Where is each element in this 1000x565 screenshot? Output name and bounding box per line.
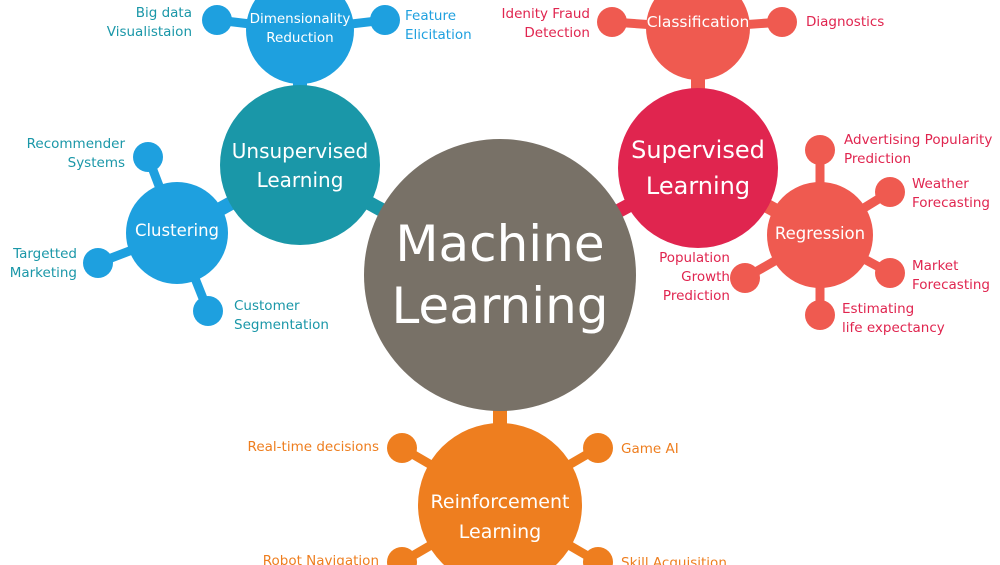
dimensionality-node: [246, 0, 354, 84]
regression-label: Regression: [774, 224, 866, 243]
leaf-label-market: Market Forecasting: [912, 258, 991, 293]
leaf-dot-advertising: [805, 135, 835, 165]
reinforcement-node: [418, 423, 582, 565]
leaf-label-fraud: Idenity Fraud Detection: [501, 6, 590, 41]
center-line2: Learning: [391, 277, 609, 335]
dimensionality-line1: Dimensionality: [249, 11, 351, 27]
leaf-label-population: Population Growth Prediction: [659, 250, 730, 304]
node-circles: [126, 0, 873, 565]
center-line1: Machine: [395, 215, 605, 273]
reinforcement-line1: Reinforcement: [430, 491, 570, 513]
leaf-dots: [83, 5, 905, 565]
reinforcement-title: Reinforcement Learning: [418, 487, 582, 547]
classification-node: [646, 0, 750, 80]
leaf-dot-market: [875, 258, 905, 288]
leaf-label-big-data: Big data Visualistaion: [106, 5, 192, 40]
leaf-label-advertising: Advertising Popularity Prediction: [844, 132, 993, 167]
machine-learning-title: Machine Learning: [380, 213, 620, 337]
leaf-dot-realtime: [387, 433, 417, 463]
leaf-label-customer: Customer Segmentation: [234, 298, 329, 333]
supervised-title: Supervised Learning: [618, 132, 778, 204]
leaf-label-diagnostics: Diagnostics: [806, 14, 885, 30]
leaf-dot-targetted: [83, 248, 113, 278]
leaf-dot-population: [730, 263, 760, 293]
supervised-node: [618, 88, 778, 248]
supervised-line2: Learning: [645, 172, 751, 200]
leaf-dot-recommender: [133, 142, 163, 172]
leaf-dot-skill: [583, 547, 613, 565]
leaf-label-weather: Weather Forecasting: [912, 176, 991, 211]
leaf-label-life: Estimating life expectancy: [842, 301, 945, 336]
leaf-label-gameai: Game AI: [621, 441, 679, 457]
leaf-label-realtime: Real-time decisions: [247, 439, 379, 455]
regression-node: [767, 182, 873, 288]
leaf-label-feature: Feature Elicitation: [405, 8, 472, 43]
unsupervised-title: Unsupervised Learning: [220, 137, 380, 195]
leaf-dot-feature: [370, 5, 400, 35]
leaf-label-robot: Robot Navigation: [262, 553, 379, 565]
supervised-line1: Supervised: [631, 136, 765, 164]
leaf-label-skill: Skill Acquisition: [621, 555, 727, 565]
leaf-dot-weather: [875, 177, 905, 207]
leaf-dot-customer: [193, 296, 223, 326]
leaf-dot-life: [805, 300, 835, 330]
clustering-label: Clustering: [134, 221, 220, 240]
classification-label: Classification: [646, 13, 750, 31]
unsupervised-line2: Learning: [256, 168, 344, 192]
dimensionality-line2: Reduction: [266, 30, 334, 46]
unsupervised-node: [220, 85, 380, 245]
leaf-label-targetted: Targetted Marketing: [9, 246, 77, 281]
leaf-dot-robot: [387, 547, 417, 565]
clustering-node: [126, 182, 228, 284]
dimensionality-label: Dimensionality Reduction: [246, 10, 354, 48]
leaf-dot-big-data: [202, 5, 232, 35]
unsupervised-line1: Unsupervised: [231, 139, 369, 163]
machine-learning-node: [364, 139, 636, 411]
leaf-dot-diagnostics: [767, 7, 797, 37]
leaf-dot-gameai: [583, 433, 613, 463]
reinforcement-line2: Learning: [458, 521, 542, 543]
leaf-dot-fraud: [597, 7, 627, 37]
leaf-label-recommender: Recommender Systems: [26, 136, 125, 171]
